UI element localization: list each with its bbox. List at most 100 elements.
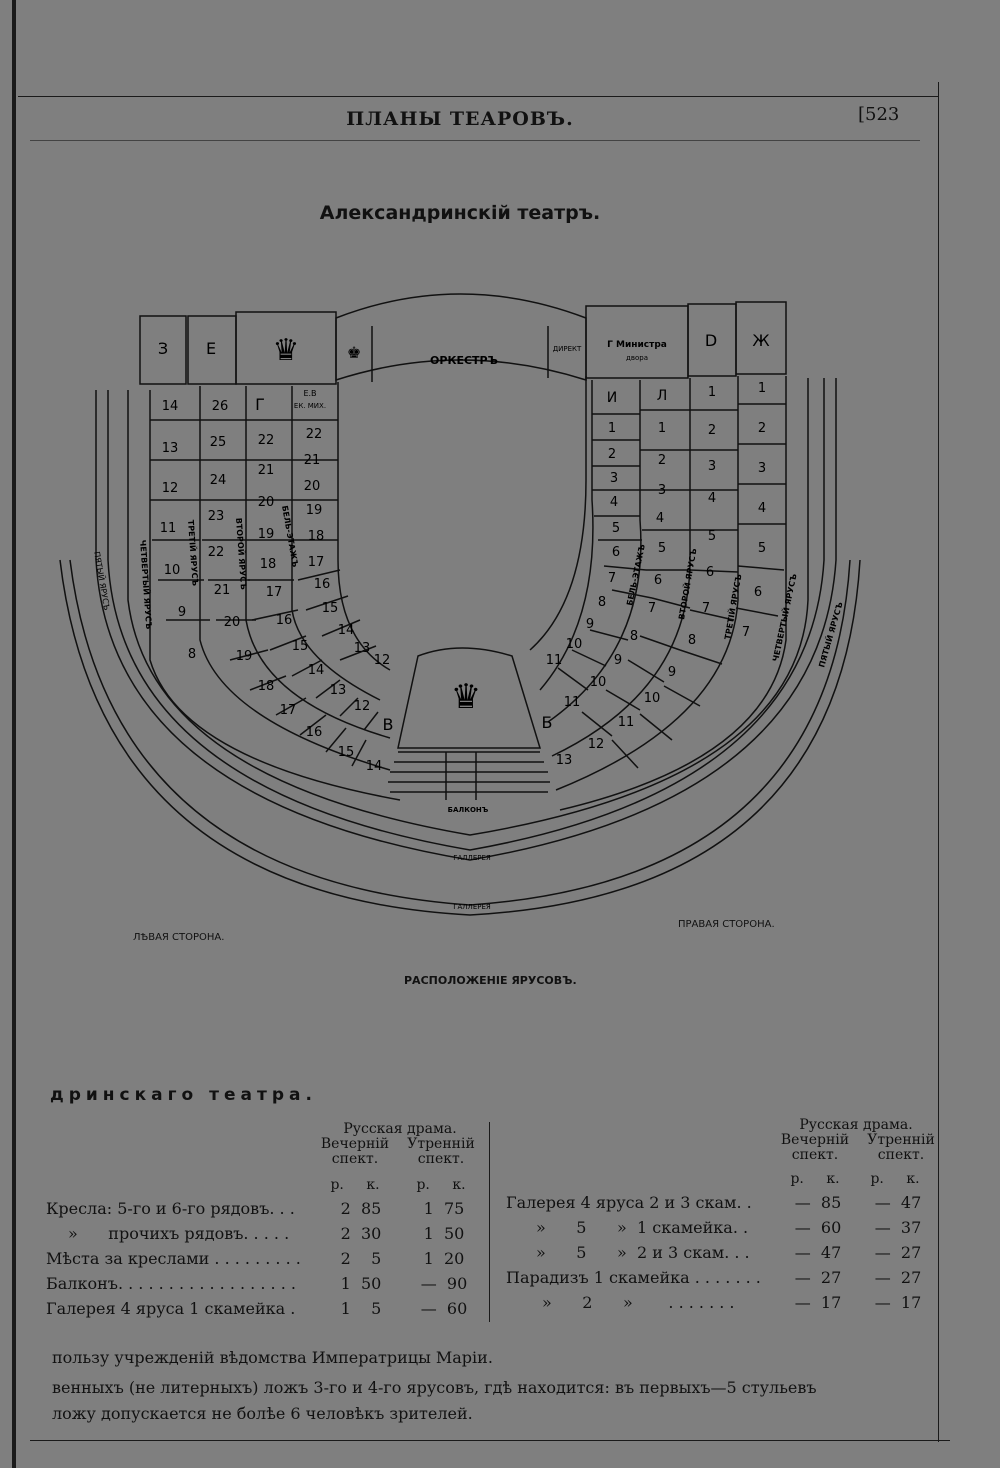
table-row: » 2 » . . . . . . .— 17— 17 xyxy=(542,1293,922,1312)
header-group-left: Русская драма. xyxy=(343,1121,457,1137)
box-number: 9 xyxy=(178,605,186,620)
box-number: 12 xyxy=(374,653,391,668)
box-number: 5 xyxy=(612,521,620,536)
small-crown-icon: ♚ xyxy=(347,343,361,362)
box-number: 11 xyxy=(618,715,635,730)
box-number: 12 xyxy=(162,481,179,496)
left-margin-bar xyxy=(12,0,16,1468)
box-number: 17 xyxy=(308,555,325,570)
units-morning-right: р. к. xyxy=(870,1171,920,1187)
box-number: 12 xyxy=(354,699,371,714)
box-number: 18 xyxy=(260,557,277,572)
box-number: 16 xyxy=(276,613,293,628)
tier-label-left-1: БЕЛЬ-ЭТАЖЪ xyxy=(280,505,300,569)
box-number: 15 xyxy=(322,601,339,616)
box-number: 11 xyxy=(564,695,581,710)
tier-label-right-3: ТРЕТІЙ ЯРУСЪ xyxy=(721,573,743,641)
box-number: 4 xyxy=(708,491,716,506)
header-group-right: Русская драма. xyxy=(799,1117,913,1133)
box-l: Л xyxy=(657,388,668,404)
box-number: 8 xyxy=(630,629,638,644)
column-divider xyxy=(489,1122,490,1322)
table-row: » 5 » 2 и 3 скам. . .— 47— 27 xyxy=(536,1243,922,1262)
box-number: 13 xyxy=(162,441,179,456)
box-number: 14 xyxy=(162,399,179,414)
box-number: 3 xyxy=(658,483,666,498)
box-number: 5 xyxy=(708,529,716,544)
gallery-label-outer: ГАЛЛЕРЕЯ xyxy=(453,903,491,911)
box-number: 19 xyxy=(258,527,275,542)
header-underline xyxy=(30,140,920,141)
box-number: 21 xyxy=(214,583,231,598)
gallery-label-inner: ГАЛЛЕРЕЯ xyxy=(453,854,491,862)
box-number: 4 xyxy=(610,495,618,510)
box-number: 1 xyxy=(658,421,666,436)
box-number: 10 xyxy=(590,675,607,690)
stage-label: ОРКЕСТРЪ xyxy=(430,354,498,367)
box-number: 9 xyxy=(614,653,622,668)
right-side-label: ПРАВАЯ СТОРОНА. xyxy=(678,919,775,930)
box-number: 21 xyxy=(258,463,275,478)
box-number: 17 xyxy=(280,703,297,718)
box-number: 19 xyxy=(306,503,323,518)
box-number: 8 xyxy=(688,633,696,648)
box-number: 14 xyxy=(308,663,325,678)
box-number: 22 xyxy=(306,427,323,442)
box-number: 19 xyxy=(236,649,253,664)
table-row: Галерея 4 яруса 1 скамейка .1 5— 60 xyxy=(46,1299,468,1318)
box-number: 21 xyxy=(304,453,321,468)
box-number: 8 xyxy=(598,595,606,610)
box-number: 5 xyxy=(658,541,666,556)
plan-title: Александринскій театръ. xyxy=(319,202,601,224)
crown-icon-top: ♛ xyxy=(273,333,300,368)
box-number: 10 xyxy=(566,637,583,652)
units-evening-right: р. к. xyxy=(790,1171,840,1187)
box-number: 20 xyxy=(304,479,321,494)
box-d: D xyxy=(705,331,717,350)
footer-line-3: ложу допускается не болѣе 6 человѣкъ зри… xyxy=(52,1404,473,1423)
box-number: 10 xyxy=(164,563,181,578)
box-number: 7 xyxy=(608,571,616,586)
box-number: 3 xyxy=(758,461,766,476)
units-morning-left: р. к. xyxy=(416,1177,466,1193)
box-number: 9 xyxy=(586,617,594,632)
box-number: 22 xyxy=(258,433,275,448)
box-number: 15 xyxy=(292,639,309,654)
box-g: Г xyxy=(255,395,265,414)
box-number: 14 xyxy=(366,759,383,774)
box-zh: Ж xyxy=(752,331,769,350)
box-number: 23 xyxy=(208,509,225,524)
table-row: Парадизъ 1 скамейка . . . . . . .— 27— 2… xyxy=(506,1268,922,1287)
table-row: Балконъ. . . . . . . . . . . . . . . . .… xyxy=(46,1274,468,1293)
tier-label-right-2: ВТОРОЙ ЯРУСЪ xyxy=(675,547,698,620)
box-number: 2 xyxy=(758,421,766,436)
box-number: 2 xyxy=(608,447,616,462)
director-label: ДИРЕКТ xyxy=(553,345,582,353)
box-number: 10 xyxy=(644,691,661,706)
ministry-label: Г Министра xyxy=(607,340,667,350)
footer-line-2: венныхъ (не литерныхъ) ложъ 3-го и 4-го … xyxy=(52,1378,817,1397)
box-number: 7 xyxy=(702,601,710,616)
table-row: Галерея 4 яруса 2 и 3 скам. .— 85— 47 xyxy=(506,1193,922,1212)
box-number: 5 xyxy=(758,541,766,556)
box-number: 17 xyxy=(266,585,283,600)
plan-caption: РАСПОЛОЖЕНІЕ ЯРУСОВЪ. xyxy=(404,974,577,987)
box-number: 7 xyxy=(648,601,656,616)
box-number: 3 xyxy=(708,459,716,474)
page-number: [523 xyxy=(858,104,900,125)
footer-line-1: пользу учрежденій вѣдомства Императрицы … xyxy=(52,1348,493,1367)
box-number: 9 xyxy=(668,665,676,680)
ministry-sub: двора xyxy=(626,354,648,362)
box-number: 8 xyxy=(188,647,196,662)
box-ev: Е.В xyxy=(303,389,316,398)
box-number: 6 xyxy=(654,573,662,588)
box-ev-sub: ЕК. МИХ. xyxy=(294,402,326,410)
box-number: 16 xyxy=(314,577,331,592)
box-number: 11 xyxy=(546,653,563,668)
